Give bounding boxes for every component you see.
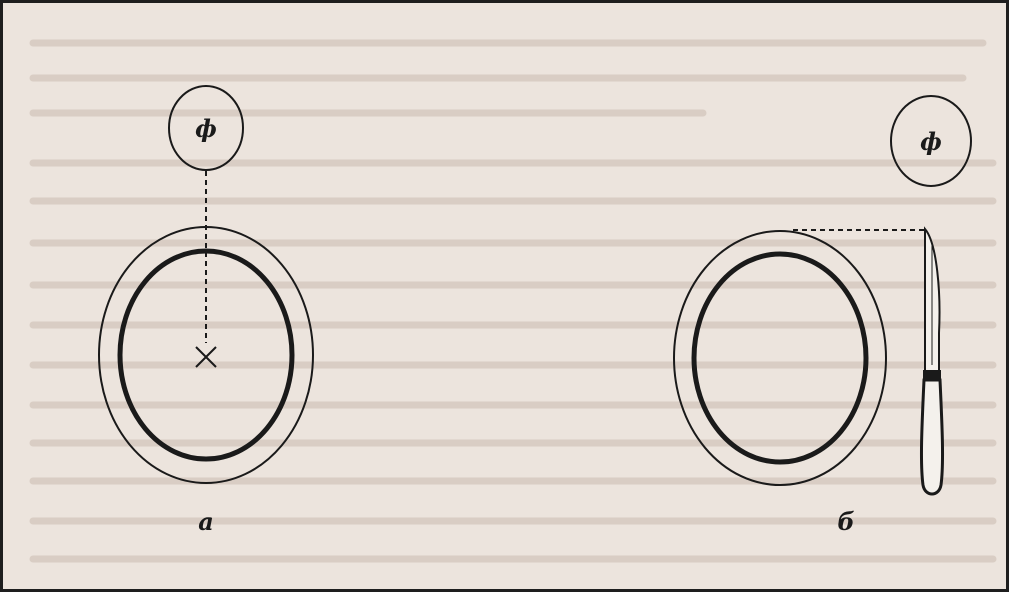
saucer-b-letter: ф: [920, 127, 942, 156]
panel-a: ф а: [99, 86, 313, 536]
place-setting-diagram: ф а ф б: [3, 3, 1009, 592]
saucer-a-letter: ф: [195, 114, 217, 143]
caption-a: а: [198, 507, 214, 536]
knife-icon: [921, 229, 942, 494]
background-text-texture: [33, 43, 993, 559]
plate-b-outer-rim: [674, 231, 886, 485]
caption-b: б: [837, 507, 854, 536]
